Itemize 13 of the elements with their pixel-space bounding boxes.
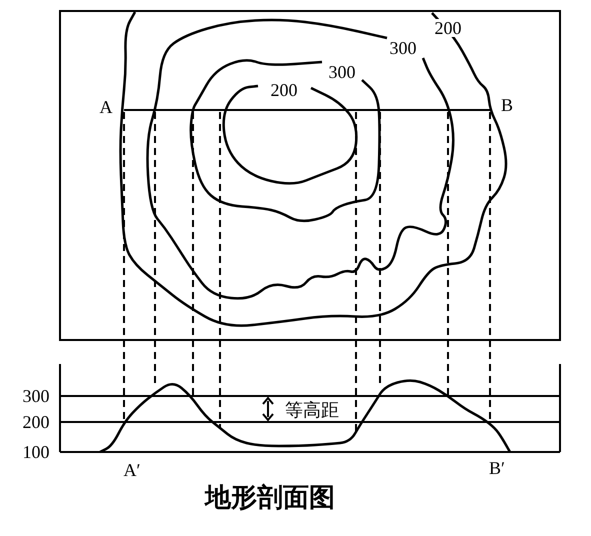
elevation-tick-label: 200 — [22, 413, 50, 431]
point-label: B — [500, 96, 514, 114]
contour-value: 200 — [434, 19, 462, 37]
interval-label: 等高距 — [284, 401, 340, 419]
contour-value: 200 — [270, 81, 298, 99]
elevation-tick-label: 300 — [22, 387, 50, 405]
point-label: A′ — [122, 461, 142, 479]
point-label: A — [98, 98, 114, 116]
point-label: B′ — [488, 459, 506, 477]
contour-value: 300 — [388, 39, 418, 57]
elevation-tick-label: 100 — [22, 443, 50, 461]
caption: 地形剖面图 — [205, 485, 335, 511]
contour-value: 300 — [328, 63, 356, 81]
